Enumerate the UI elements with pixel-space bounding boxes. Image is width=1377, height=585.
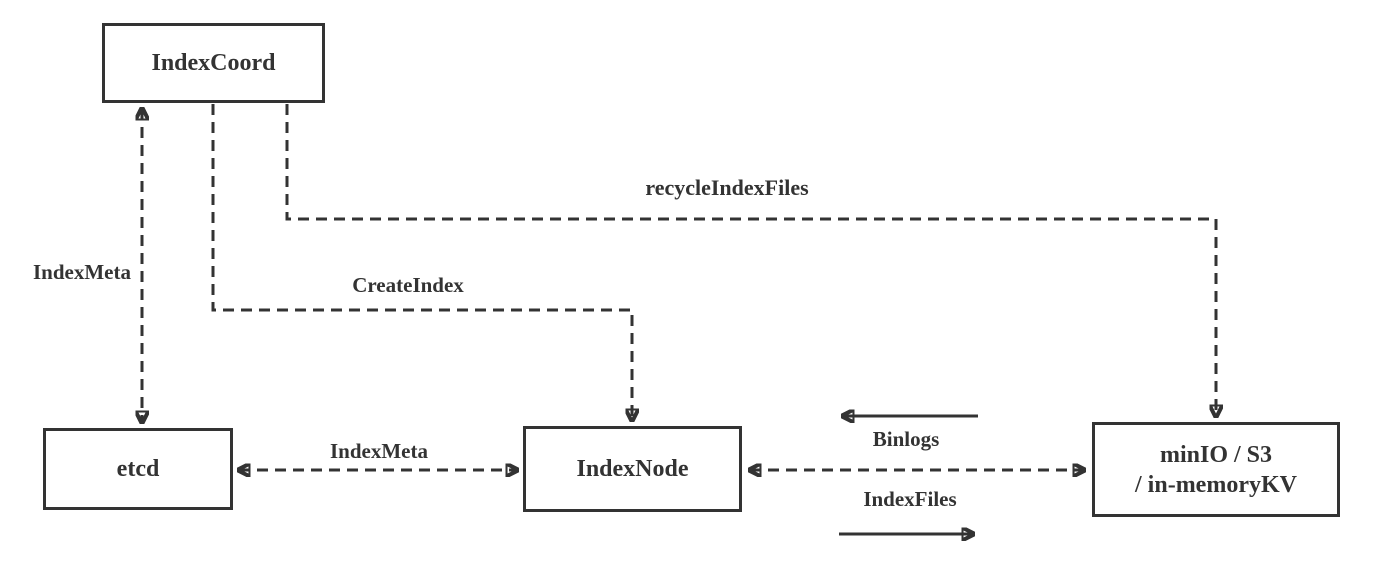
node-storage-label-line1: minIO / S3	[1159, 441, 1273, 468]
node-indexcoord: IndexCoord	[102, 23, 325, 103]
edge-label-indexmeta-vertical: IndexMeta	[33, 260, 131, 284]
edge-createindex-line	[211, 104, 632, 420]
node-indexnode: IndexNode	[523, 426, 742, 512]
edge-label-createindex: CreateIndex	[352, 273, 464, 297]
edge-label-indexmeta-horizontal: IndexMeta	[330, 439, 428, 463]
edge-label-indexfiles: IndexFiles	[863, 487, 957, 511]
node-etcd: etcd	[43, 428, 233, 510]
edge-recycleindexfiles-line	[285, 104, 1216, 416]
edge-label-recycleindexfiles: recycleIndexFiles	[645, 175, 809, 200]
node-indexcoord-label: IndexCoord	[151, 50, 276, 76]
node-indexnode-label: IndexNode	[576, 456, 689, 482]
node-storage: minIO / S3 / in-memoryKV	[1092, 422, 1340, 517]
edge-label-binlogs: Binlogs	[872, 427, 940, 451]
node-storage-label-line2: / in-memoryKV	[1135, 471, 1297, 498]
node-etcd-label: etcd	[116, 456, 160, 482]
